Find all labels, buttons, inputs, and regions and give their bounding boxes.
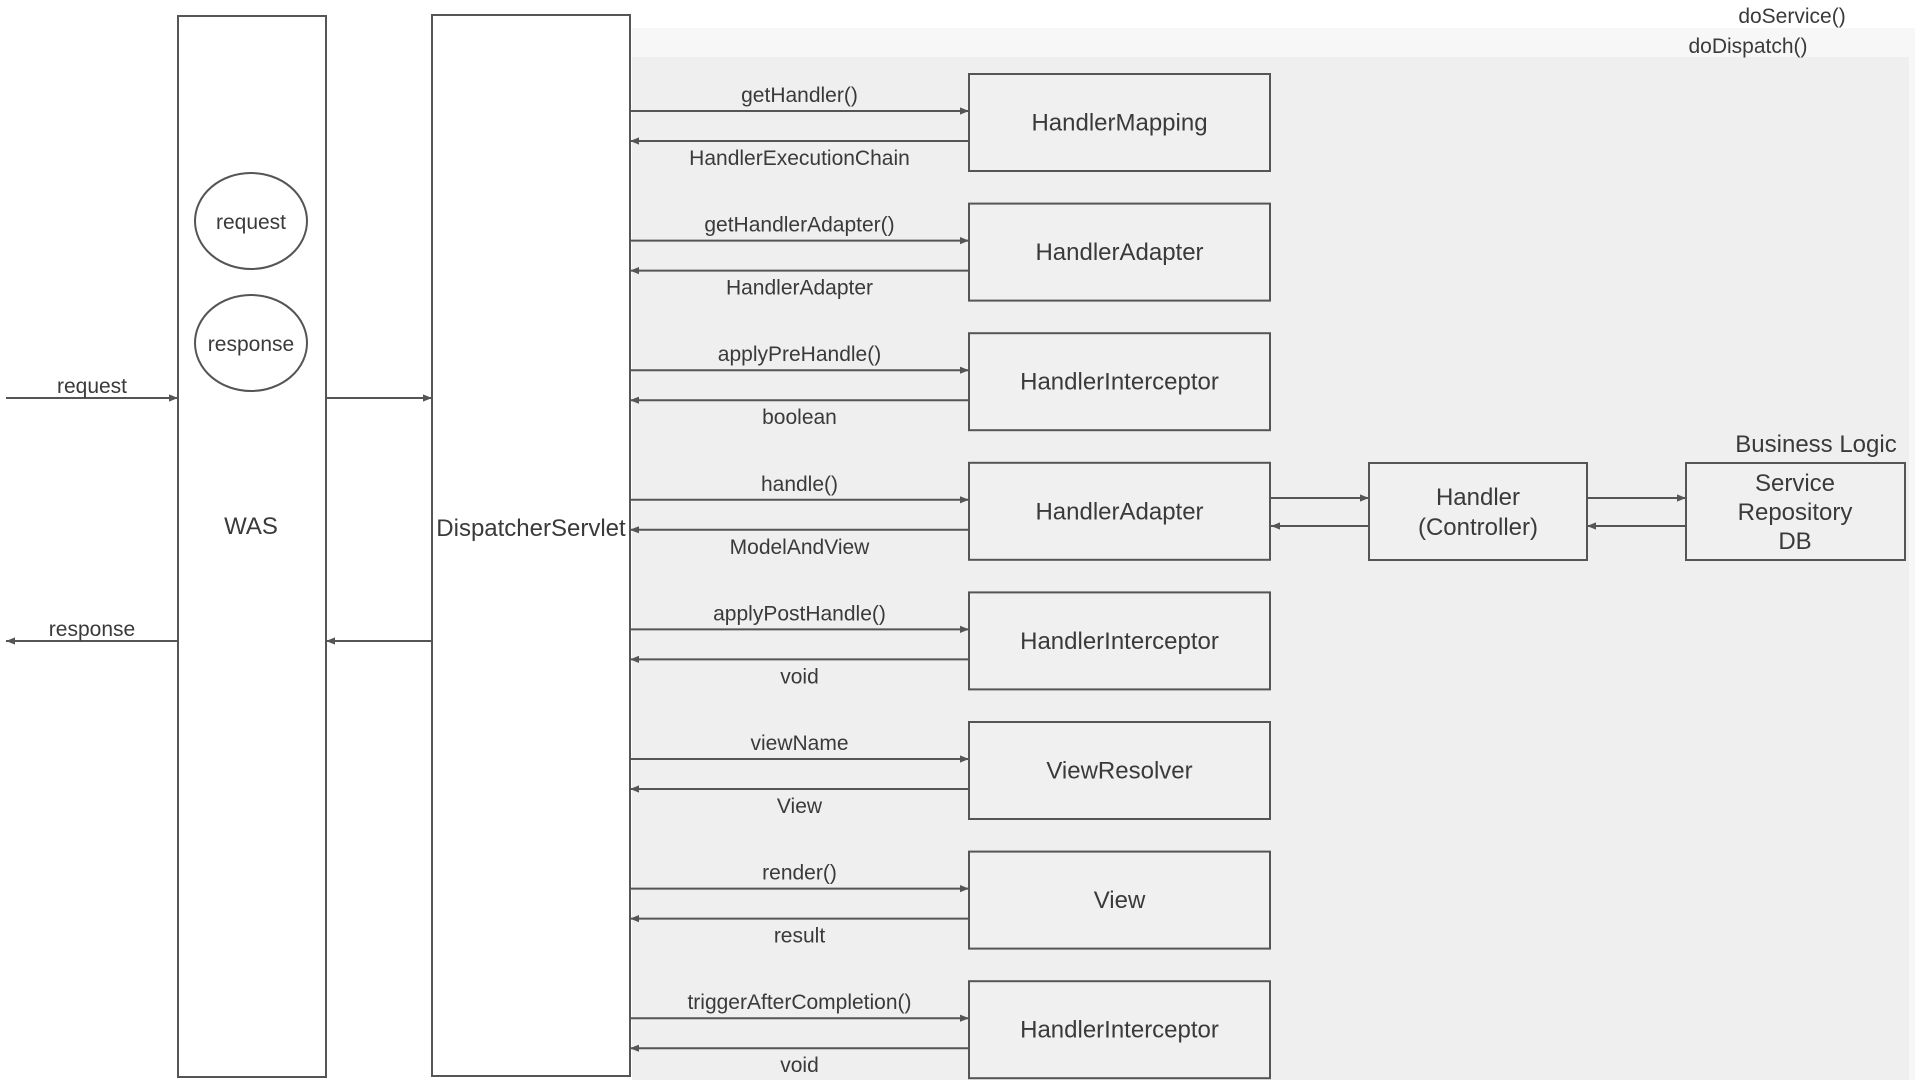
step-return-label: void: [780, 665, 819, 688]
business-repository-label: Repository: [1738, 499, 1853, 526]
step-call-label: getHandlerAdapter(): [704, 214, 894, 237]
step-component-box: [968, 461, 1271, 561]
step-component-box: [968, 591, 1271, 691]
external-response-label: response: [49, 618, 135, 641]
step-call-label: handle(): [761, 473, 838, 496]
step-component-label: ViewResolver: [1046, 758, 1192, 785]
step-return-label: ModelAndView: [730, 536, 871, 559]
handler-controller-box: [1368, 462, 1588, 561]
request-circle: [194, 172, 308, 270]
step-component-label: HandlerMapping: [1031, 110, 1207, 137]
step-return-label: void: [780, 1054, 819, 1077]
step-return-label: View: [777, 795, 823, 818]
step-return-label: HandlerAdapter: [726, 277, 873, 300]
business-logic-label: Business Logic: [1735, 431, 1896, 458]
step-component-label: View: [1094, 887, 1146, 914]
handler-label-line1: Handler: [1436, 484, 1520, 511]
external-request-label: request: [57, 375, 127, 398]
step-component-box: [968, 721, 1271, 820]
step-call-label: render(): [762, 862, 837, 885]
handler-label-line2: (Controller): [1418, 514, 1538, 541]
do-service-label: doService(): [1738, 5, 1845, 28]
step-call-label: triggerAfterCompletion(): [687, 991, 911, 1014]
was-label: WAS: [224, 513, 278, 540]
response-circle-label: response: [208, 333, 294, 356]
step-call-label: applyPreHandle(): [718, 343, 881, 366]
dispatcher-servlet-label: DispatcherServlet: [436, 515, 626, 542]
step-component-box: [968, 980, 1271, 1080]
step-component-label: HandlerInterceptor: [1020, 1017, 1219, 1044]
step-component-label: HandlerInterceptor: [1020, 628, 1219, 655]
step-component-box: [968, 332, 1271, 432]
step-return-label: boolean: [762, 406, 837, 429]
step-component-box: [968, 202, 1271, 302]
step-return-label: result: [774, 925, 826, 948]
do-dispatch-label: doDispatch(): [1688, 35, 1807, 58]
step-call-label: viewName: [750, 732, 848, 755]
step-call-label: applyPostHandle(): [713, 602, 886, 625]
step-component-box: [968, 850, 1271, 950]
business-service-label: Service: [1755, 470, 1835, 497]
request-circle-label: request: [216, 211, 286, 234]
business-db-label: DB: [1778, 528, 1811, 555]
step-return-label: HandlerExecutionChain: [689, 147, 910, 170]
response-circle: [194, 294, 308, 392]
step-component-label: HandlerInterceptor: [1020, 369, 1219, 396]
business-logic-box: [1685, 462, 1906, 561]
dispatcher-servlet-column: [431, 14, 631, 1077]
step-component-label: HandlerAdapter: [1035, 498, 1203, 525]
step-call-label: getHandler(): [741, 84, 858, 107]
step-component-label: HandlerAdapter: [1035, 239, 1203, 266]
dispatch-steps: getHandler()HandlerExecutionChainHandler…: [630, 73, 1271, 1080]
step-component-box: [968, 73, 1271, 172]
